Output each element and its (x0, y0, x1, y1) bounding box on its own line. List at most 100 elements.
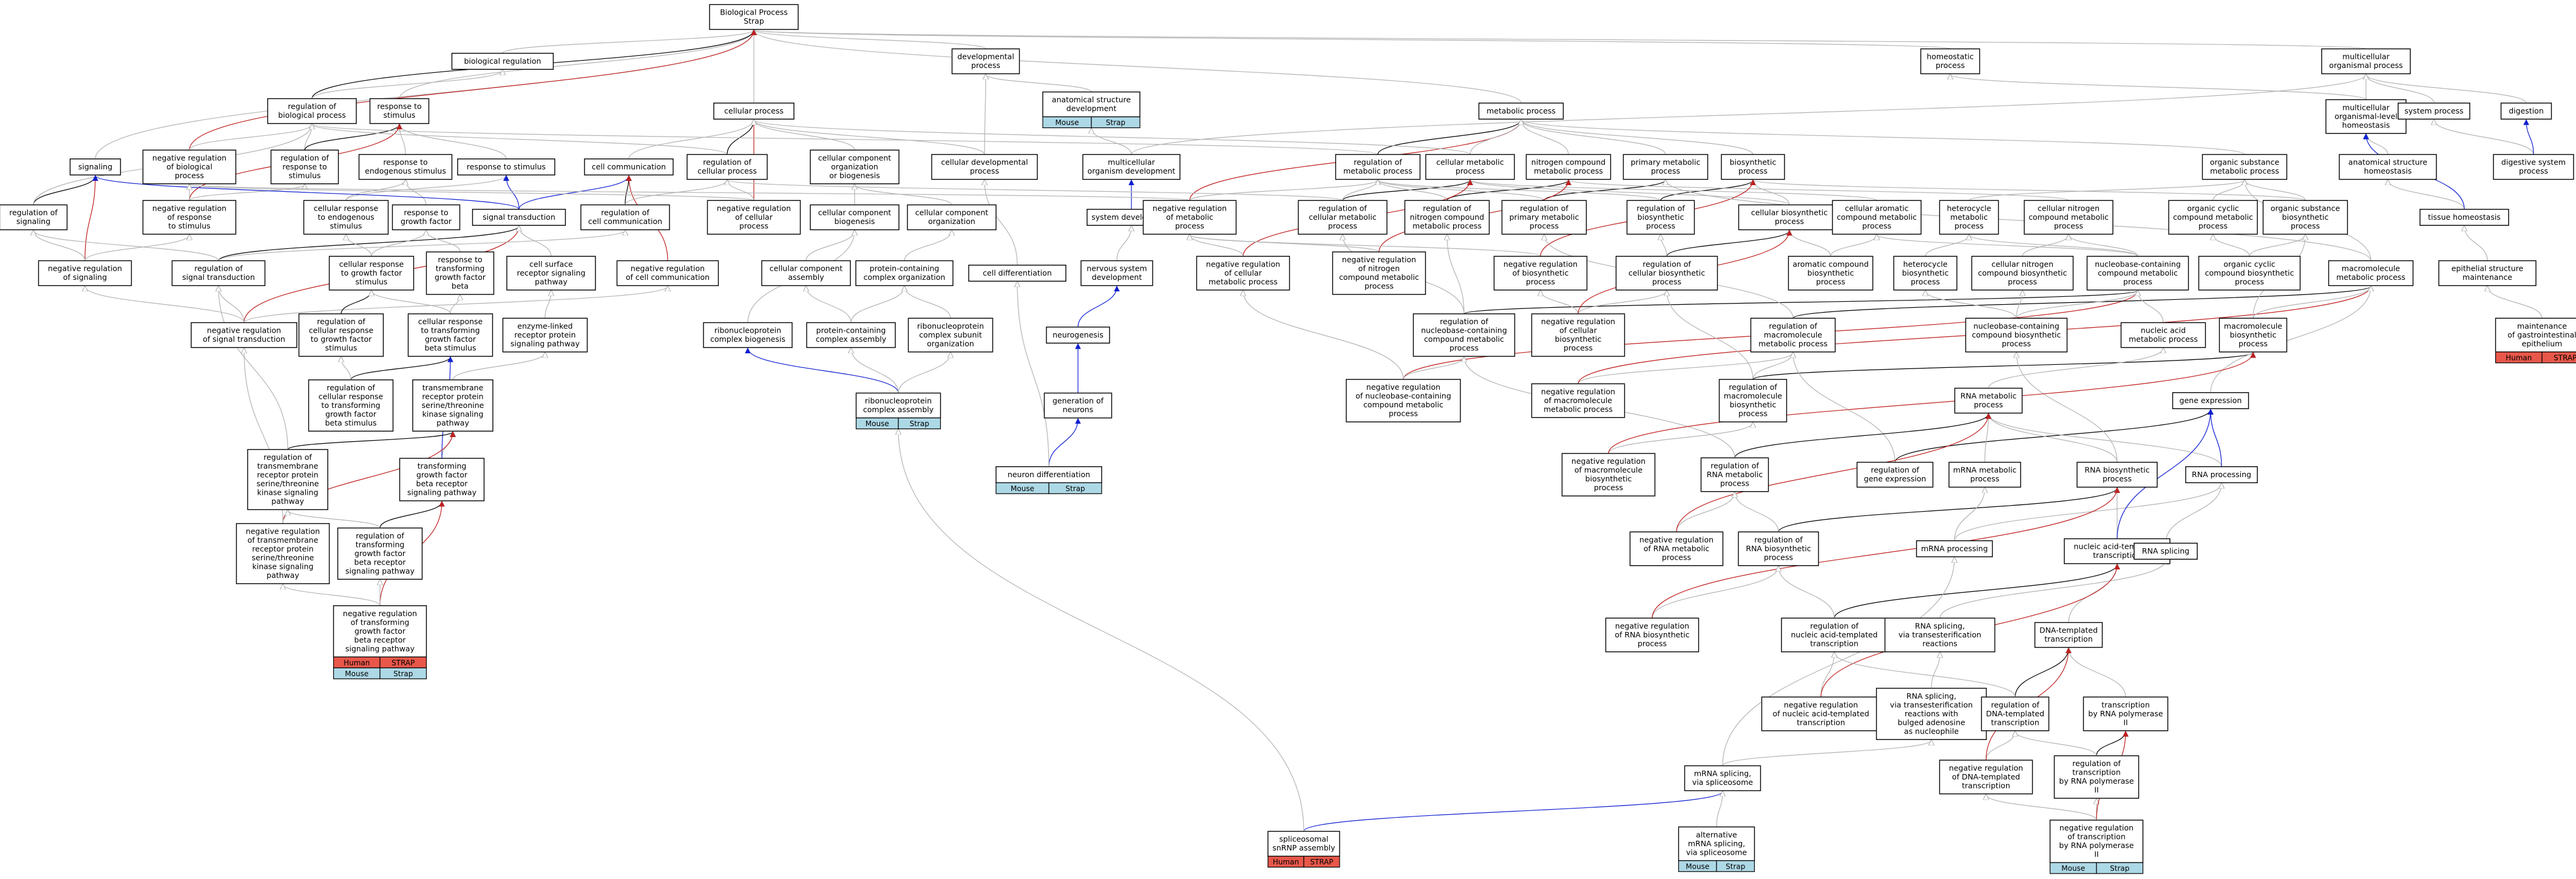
go-term-rna-proc[interactable]: RNA processing (2185, 466, 2258, 483)
go-term-signaling[interactable]: signaling (69, 158, 121, 175)
go-term-rna-spl-trans[interactable]: RNA splicing,via transesterificationreac… (1884, 617, 1996, 653)
go-term-resp-cell-stim[interactable]: response to stimulus (457, 158, 555, 175)
go-term-mrna-spl[interactable]: mRNA splicing,via spliceosome (1684, 765, 1761, 792)
go-term-reg-macro-bio[interactable]: regulation ofmacromoleculebiosyntheticpr… (1718, 379, 1788, 423)
go-term-gene-expr[interactable]: gene expression (2172, 392, 2249, 409)
go-term-cell-diff[interactable]: cell differentiation (968, 265, 1066, 282)
go-term-rna-splicing[interactable]: RNA splicing (2134, 543, 2198, 560)
go-term-rna-spl-bulged[interactable]: RNA splicing,via transesterificationreac… (1876, 688, 1987, 740)
go-term-metab-proc[interactable]: metabolic process (1478, 103, 1564, 120)
go-term-digestion[interactable]: digestion (2500, 103, 2552, 120)
go-term-biol-reg[interactable]: biological regulation (451, 53, 554, 70)
go-term-tissue-homeo[interactable]: tissue homeostasis (2419, 209, 2509, 226)
go-term-neurogenesis[interactable]: neurogenesis (1046, 327, 1110, 344)
